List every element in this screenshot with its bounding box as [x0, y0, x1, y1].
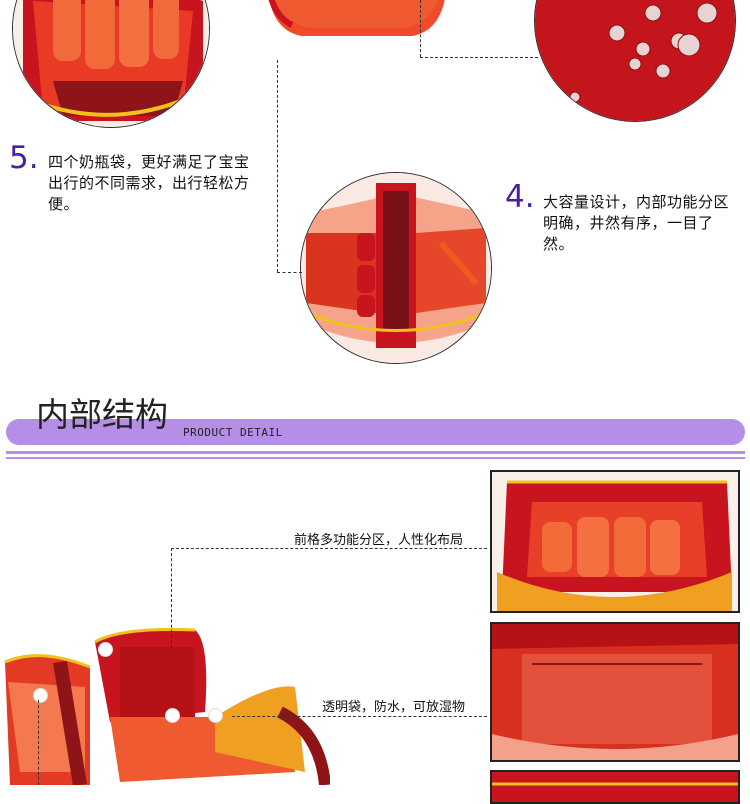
- feature-5-text: 四个奶瓶袋，更好满足了宝宝出行的不同需求，出行轻松方便。: [48, 153, 250, 213]
- connector-line-top: [420, 57, 538, 58]
- waterproof-fabric-photo: [534, 0, 736, 122]
- hotspot-dot-icon[interactable]: [165, 708, 180, 723]
- front-compartment-photo: [490, 470, 740, 613]
- water-drop-icon: [569, 2, 718, 103]
- connector-line-mid: [277, 60, 278, 272]
- hotspot-dot-icon[interactable]: [208, 708, 223, 723]
- callout-transparent-pocket: 透明袋，防水，可放湿物: [322, 700, 466, 715]
- section-header-band: [6, 419, 745, 445]
- section-divider-line-thin: [6, 457, 745, 459]
- connector-line-top-vertical: [420, 0, 421, 57]
- callout-line-2: [232, 716, 487, 717]
- connector-line-mid-horizontal: [277, 272, 302, 273]
- hotspot-dot-icon[interactable]: [33, 688, 48, 703]
- bottle-pockets-photo: [12, 0, 210, 128]
- feature-4-number: 4.: [505, 179, 535, 215]
- bag-interior-photo: [0, 622, 331, 787]
- callout-front-compartment: 前格多功能分区，人性化布局: [294, 533, 464, 548]
- section-title: 内部结构: [36, 395, 168, 434]
- transparent-pocket-photo: [490, 622, 740, 762]
- section-subtitle: PRODUCT DETAIL: [183, 426, 283, 439]
- additional-detail-photo: [490, 770, 740, 804]
- callout-line-1-vertical: [171, 548, 172, 648]
- open-bag-photo: [300, 172, 492, 364]
- feature-4-text: 大容量设计，内部功能分区明确，井然有序，一目了然。: [543, 193, 730, 253]
- hotspot-dot-icon[interactable]: [98, 642, 113, 657]
- connector-line-left: [38, 700, 39, 785]
- bag-top-photo: [262, 0, 452, 45]
- feature-5-number: 5.: [9, 140, 39, 176]
- section-divider-line: [6, 451, 745, 454]
- callout-line-1: [171, 548, 487, 549]
